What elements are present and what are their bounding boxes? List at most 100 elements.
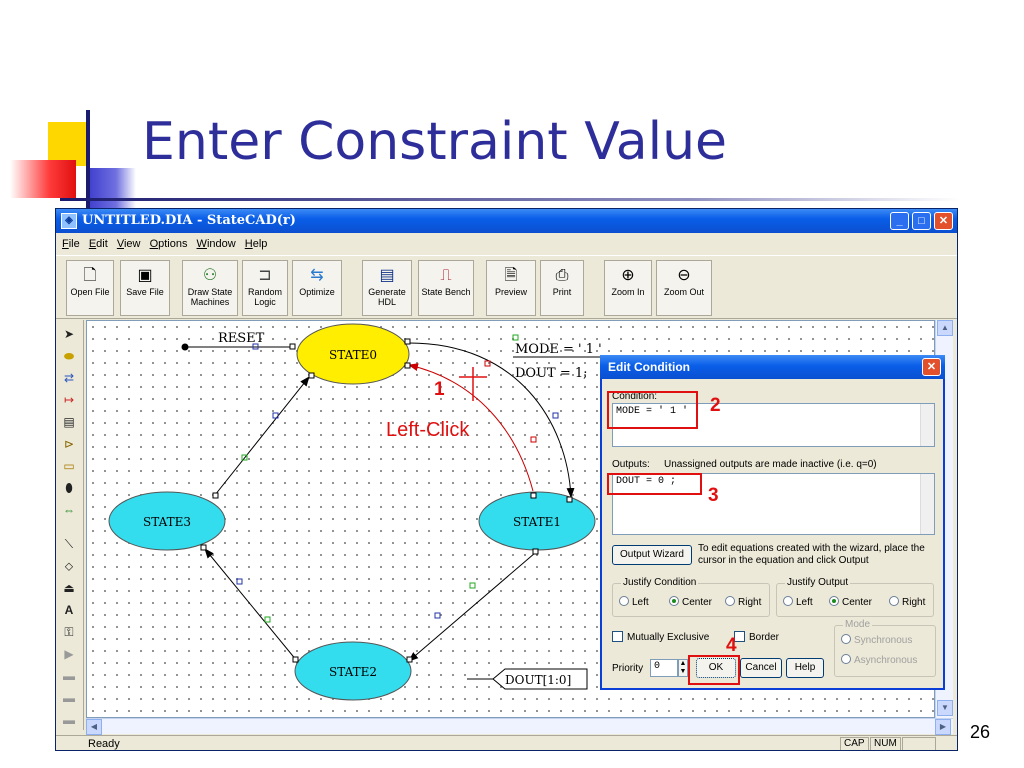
annotation-box-ok — [688, 655, 740, 685]
state-state1[interactable]: STATE1 — [478, 491, 596, 555]
dialog-close-icon[interactable]: ✕ — [922, 358, 941, 376]
zoom-in-icon: ⊕ — [621, 267, 635, 284]
transition-state1-state2[interactable] — [408, 552, 536, 662]
zoom-out-icon: ⊖ — [677, 267, 691, 284]
state-bench-button[interactable]: ⎍ State Bench — [418, 260, 474, 316]
line-tool-icon[interactable]: ⟍ — [64, 537, 74, 551]
dialog-titlebar[interactable]: Edit Condition ✕ — [600, 355, 945, 379]
menu-window[interactable]: Window — [196, 238, 236, 250]
random-logic-button[interactable]: ⊐ Random Logic — [242, 260, 288, 316]
justify-output-center-radio[interactable]: Center — [829, 596, 872, 608]
window-titlebar[interactable]: ◈ UNTITLED.DIA - StateCAD(r) _ □ ✕ — [56, 209, 957, 233]
main-toolbar: 🗋 Open File ▣ Save File ⚇ Draw State Mac… — [56, 255, 957, 319]
text-block-icon[interactable]: ▤ — [63, 415, 75, 429]
bidirectional-icon[interactable]: ⇔ — [63, 503, 75, 517]
priority-spinner-icon[interactable]: ▲▼ — [678, 659, 688, 677]
gray-tool-icon-2[interactable]: ▬ — [63, 691, 75, 705]
ellipse-tool-icon[interactable]: ⬮ — [65, 481, 73, 495]
state-tool-icon[interactable]: ⬬ — [63, 349, 75, 363]
maximize-button[interactable]: □ — [912, 212, 931, 230]
generate-hdl-button[interactable]: ▤ Generate HDL — [362, 260, 412, 316]
mutually-exclusive-checkbox[interactable]: Mutually Exclusive — [612, 631, 709, 643]
border-checkbox[interactable]: Border — [734, 631, 779, 643]
reset-tool-icon[interactable]: ↦ — [63, 393, 75, 407]
state-state2[interactable]: STATE2 — [292, 641, 413, 701]
condition-scrollbar[interactable] — [920, 404, 934, 446]
justify-condition-center-radio[interactable]: Center — [669, 596, 712, 608]
ok-button[interactable]: OK — [696, 658, 736, 678]
select-arrow-icon[interactable]: ➤ — [63, 327, 75, 341]
cancel-button[interactable]: Cancel — [740, 658, 782, 678]
radio-selected-icon — [829, 596, 839, 606]
print-button[interactable]: ⎙ Print — [540, 260, 584, 316]
menu-edit[interactable]: Edit — [88, 238, 108, 250]
output-wizard-button[interactable]: Output Wizard — [612, 545, 692, 565]
radio-selected-icon — [669, 596, 679, 606]
mode-group: Mode Synchronous Asynchronous — [834, 619, 936, 677]
condition-text[interactable]: MODE = ' 1 ' — [515, 342, 602, 357]
status-num: NUM — [870, 737, 901, 750]
priority-label: Priority — [612, 663, 644, 674]
justify-output-left-radio[interactable]: Left — [783, 596, 813, 608]
state-state0[interactable]: STATE0 — [296, 323, 411, 385]
preview-button[interactable]: 🗎 Preview — [486, 260, 536, 316]
status-ready: Ready — [88, 738, 120, 750]
preview-icon: 🗎 — [504, 267, 518, 284]
zoom-out-button[interactable]: ⊖ Zoom Out — [656, 260, 712, 316]
transition-state0-state1[interactable] — [408, 342, 575, 498]
draw-state-machines-button[interactable]: ⚇ Draw State Machines — [182, 260, 238, 316]
save-file-button[interactable]: ▣ Save File — [120, 260, 170, 316]
menu-view[interactable]: View — [116, 238, 141, 250]
font-tool-icon[interactable]: A — [64, 603, 74, 617]
menu-file[interactable]: File — [62, 238, 80, 250]
reset-transition[interactable]: RESET — [181, 331, 296, 351]
scroll-left-icon[interactable]: ◀ — [86, 719, 102, 735]
transition-state1-state0-selected[interactable] — [408, 363, 534, 492]
minimize-button[interactable]: _ — [890, 212, 909, 230]
output-text[interactable]: DOUT = 1; — [515, 366, 588, 381]
zoom-in-button[interactable]: ⊕ Zoom In — [604, 260, 652, 316]
menu-options[interactable]: Options — [149, 238, 188, 250]
state0-label: STATE0 — [329, 348, 377, 362]
output-port[interactable]: DOUT[1:0] — [467, 668, 588, 690]
help-button[interactable]: Help — [786, 658, 824, 678]
state-state3[interactable]: STATE3 — [108, 491, 226, 551]
port-tool-icon[interactable]: ▭ — [63, 459, 75, 473]
mode-synchronous-radio[interactable]: Synchronous — [841, 634, 912, 646]
optimize-icon: ⇆ — [310, 267, 324, 284]
flag-tool-icon[interactable]: ▶ — [64, 647, 74, 661]
open-file-button[interactable]: 🗋 Open File — [66, 260, 114, 316]
scroll-up-icon[interactable]: ▲ — [937, 320, 953, 336]
checkbox-icon — [734, 631, 745, 642]
edit-condition-dialog: Edit Condition ✕ Condition: MODE = ' 1 '… — [600, 355, 945, 690]
gray-tool-icon-1[interactable]: ▬ — [63, 669, 75, 683]
dialog-title: Edit Condition — [608, 360, 690, 374]
logic-icon: ⊐ — [258, 267, 272, 284]
transition-state3-state0[interactable] — [214, 376, 310, 496]
mode-asynchronous-radio[interactable]: Asynchronous — [841, 654, 917, 666]
justify-condition-right-radio[interactable]: Right — [725, 596, 761, 608]
condition-input[interactable]: MODE = ' 1 ' — [612, 403, 935, 447]
transition-tool-icon[interactable]: ⇄ — [63, 371, 75, 385]
key-tool-icon[interactable]: ⚿ — [64, 625, 74, 639]
menu-help[interactable]: Help — [244, 238, 268, 250]
horizontal-scrollbar[interactable]: ◀ ▶ — [86, 718, 953, 735]
outputs-scrollbar[interactable] — [920, 474, 934, 534]
priority-input[interactable]: 0 — [650, 659, 678, 677]
logic-tool-icon[interactable]: ⊳ — [63, 437, 75, 451]
close-button[interactable]: ✕ — [934, 212, 953, 230]
scroll-down-icon[interactable]: ▼ — [937, 700, 953, 716]
diamond-tool-icon[interactable]: ⬦ — [64, 559, 74, 573]
transition-state2-state3[interactable] — [204, 548, 298, 662]
annotation-step-4: 4 — [726, 635, 737, 656]
slide-deco-red — [10, 160, 76, 198]
scroll-right-icon[interactable]: ▶ — [935, 719, 951, 735]
optimize-button[interactable]: ⇆ Optimize — [292, 260, 342, 316]
justify-condition-left-radio[interactable]: Left — [619, 596, 649, 608]
justify-output-right-radio[interactable]: Right — [889, 596, 925, 608]
fill-tool-icon[interactable]: ⏏ — [63, 581, 75, 595]
slide-title: Enter Constraint Value — [142, 112, 728, 172]
outputs-input[interactable]: DOUT = 0 ; — [612, 473, 935, 535]
waveform-icon: ⎍ — [440, 267, 452, 284]
gray-tool-icon-3[interactable]: ▬ — [63, 713, 75, 727]
